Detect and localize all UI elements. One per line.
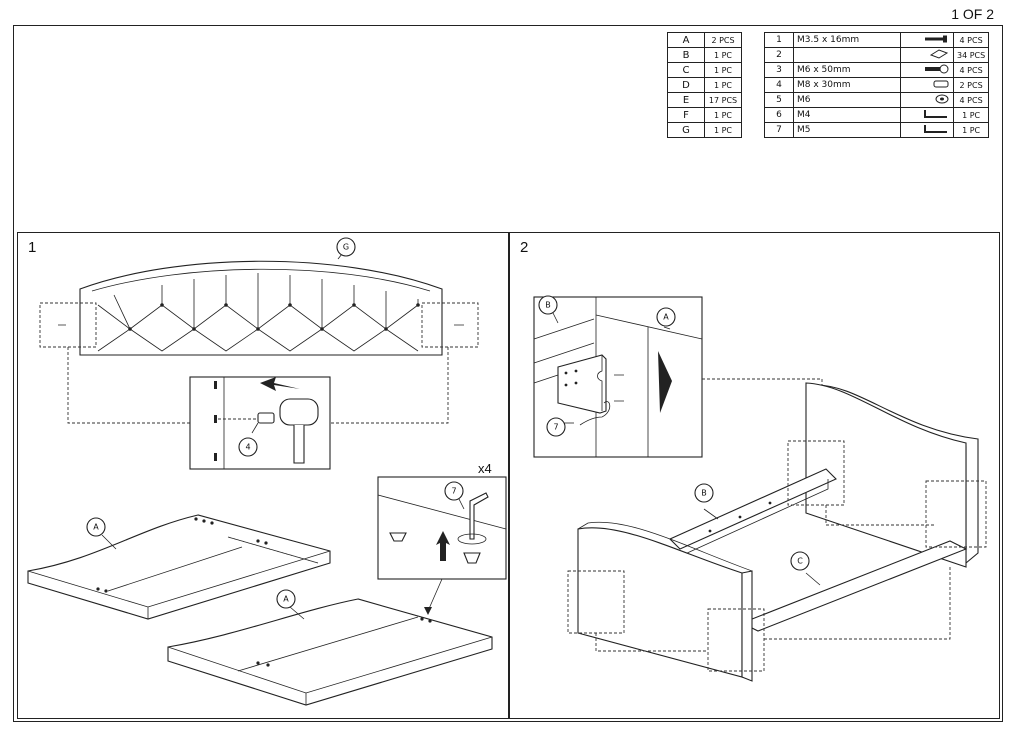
part-quantity: 1 PC bbox=[704, 47, 742, 63]
part-letter: C bbox=[667, 62, 705, 78]
part-quantity: 17 PCS bbox=[704, 92, 742, 108]
hardware-quantity: 34 PCS bbox=[952, 47, 990, 63]
callout-label-c: C bbox=[797, 557, 803, 566]
washer-icon bbox=[900, 92, 954, 108]
part-quantity: 1 PC bbox=[704, 62, 742, 78]
callout-label-a: A bbox=[283, 595, 289, 604]
dowel-icon bbox=[900, 77, 954, 93]
hardware-quantity: 4 PCS bbox=[952, 32, 990, 48]
dowel-detail-drawing: 4 bbox=[189, 376, 331, 470]
instruction-frame bbox=[13, 25, 1003, 722]
part-quantity: 2 PCS bbox=[704, 32, 742, 48]
callout-bubble bbox=[694, 483, 714, 503]
callout-bubble bbox=[336, 237, 356, 257]
page-number: 1 OF 2 bbox=[951, 6, 994, 22]
callout-label-7: 7 bbox=[553, 423, 558, 432]
part-letter: D bbox=[667, 77, 705, 93]
part-letter: F bbox=[667, 107, 705, 123]
hardware-number: 1 bbox=[764, 32, 794, 48]
callout-bubble bbox=[546, 417, 566, 437]
multiplier-label: x4 bbox=[478, 461, 492, 476]
callout-bubble bbox=[538, 295, 558, 315]
hardware-number: 3 bbox=[764, 62, 794, 78]
part-quantity: 1 PC bbox=[704, 77, 742, 93]
rail-bracket-detail-drawing: B A 7 bbox=[533, 295, 703, 458]
hardware-spec: M8 x 30mm bbox=[793, 77, 901, 93]
step-number: 2 bbox=[520, 239, 529, 256]
side-panel-lower-drawing: A bbox=[167, 589, 493, 706]
hardware-quantity: 4 PCS bbox=[952, 62, 990, 78]
hardware-number: 6 bbox=[764, 107, 794, 123]
allen-key-icon bbox=[900, 122, 954, 138]
callout-bubble bbox=[444, 481, 464, 501]
callout-bubble bbox=[656, 307, 676, 327]
callout-label-a: A bbox=[93, 523, 99, 532]
hardware-number: 2 bbox=[764, 47, 794, 63]
side-panel-upper-drawing: A bbox=[27, 514, 331, 620]
hardware-number: 4 bbox=[764, 77, 794, 93]
step-1-panel: 1 G bbox=[17, 232, 509, 719]
step-2-drawing: B A 7 B C bbox=[533, 295, 987, 682]
hardware-quantity: 4 PCS bbox=[952, 92, 990, 108]
hardware-row: 2 34 PCS bbox=[764, 47, 990, 63]
hardware-spec bbox=[793, 47, 901, 63]
hardware-spec: M5 bbox=[793, 122, 901, 138]
hardware-spec: M3.5 x 16mm bbox=[793, 32, 901, 48]
step-2-panel: 2 B A 7 bbox=[509, 232, 1000, 719]
callout-label-a: A bbox=[663, 313, 669, 322]
bolt-icon bbox=[900, 62, 954, 78]
hardware-number: 7 bbox=[764, 122, 794, 138]
callout-bubble bbox=[86, 517, 106, 537]
headboard-drawing: G bbox=[39, 237, 479, 356]
callout-label-g: G bbox=[343, 243, 349, 252]
hardware-quantity: 2 PCS bbox=[952, 77, 990, 93]
step-number: 1 bbox=[28, 239, 37, 256]
bracket-plate-icon bbox=[900, 47, 954, 63]
callout-label-b: B bbox=[545, 301, 551, 310]
part-letter: A bbox=[667, 32, 705, 48]
hardware-spec: M4 bbox=[793, 107, 901, 123]
callout-label-b: B bbox=[701, 489, 707, 498]
allen-key-icon bbox=[900, 107, 954, 123]
screw-icon bbox=[900, 32, 954, 48]
allen-key-detail-drawing: x4 7 bbox=[377, 461, 507, 615]
part-letter: G bbox=[667, 122, 705, 138]
hardware-quantity: 1 PC bbox=[952, 107, 990, 123]
callout-bubble bbox=[790, 551, 810, 571]
hardware-number: 5 bbox=[764, 92, 794, 108]
part-letter: B bbox=[667, 47, 705, 63]
callout-label-7: 7 bbox=[451, 487, 456, 496]
callout-bubble bbox=[276, 589, 296, 609]
hardware-spec: M6 x 50mm bbox=[793, 62, 901, 78]
step-1-drawing: G 4 A bbox=[27, 237, 507, 706]
part-quantity: 1 PC bbox=[704, 107, 742, 123]
hardware-spec: M6 bbox=[793, 92, 901, 108]
part-quantity: 1 PC bbox=[704, 122, 742, 138]
callout-label-4: 4 bbox=[245, 443, 250, 452]
hardware-quantity: 1 PC bbox=[952, 122, 990, 138]
callout-bubble bbox=[238, 437, 258, 457]
part-letter: E bbox=[667, 92, 705, 108]
